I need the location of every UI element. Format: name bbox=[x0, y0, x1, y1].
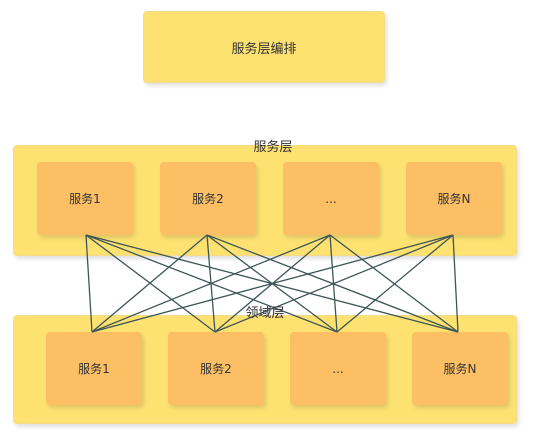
service-node-label: 服务2 bbox=[192, 192, 224, 206]
service-node-label: 服务N bbox=[437, 192, 471, 206]
domain-node-label: 服务N bbox=[443, 362, 477, 376]
domain-node-2: 服务2 bbox=[168, 332, 264, 405]
domain-node-1: 服务1 bbox=[46, 332, 142, 405]
service-node-ellipsis: ... bbox=[283, 162, 379, 235]
service-node-n: 服务N bbox=[406, 162, 502, 235]
orchestration-box: 服务层编排 bbox=[143, 11, 385, 83]
domain-layer-label: 领域层 bbox=[245, 306, 285, 321]
domain-node-ellipsis: ... bbox=[290, 332, 386, 405]
domain-node-label: 服务2 bbox=[200, 362, 232, 376]
service-node-label: ... bbox=[325, 191, 337, 206]
domain-node-label: ... bbox=[332, 361, 344, 376]
domain-node-label: 服务1 bbox=[78, 362, 110, 376]
service-layer-label: 服务层 bbox=[253, 140, 293, 155]
domain-node-n: 服务N bbox=[412, 332, 508, 405]
orchestration-label: 服务层编排 bbox=[231, 41, 297, 57]
service-node-2: 服务2 bbox=[160, 162, 256, 235]
service-node-label: 服务1 bbox=[69, 192, 101, 206]
service-node-1: 服务1 bbox=[37, 162, 133, 235]
